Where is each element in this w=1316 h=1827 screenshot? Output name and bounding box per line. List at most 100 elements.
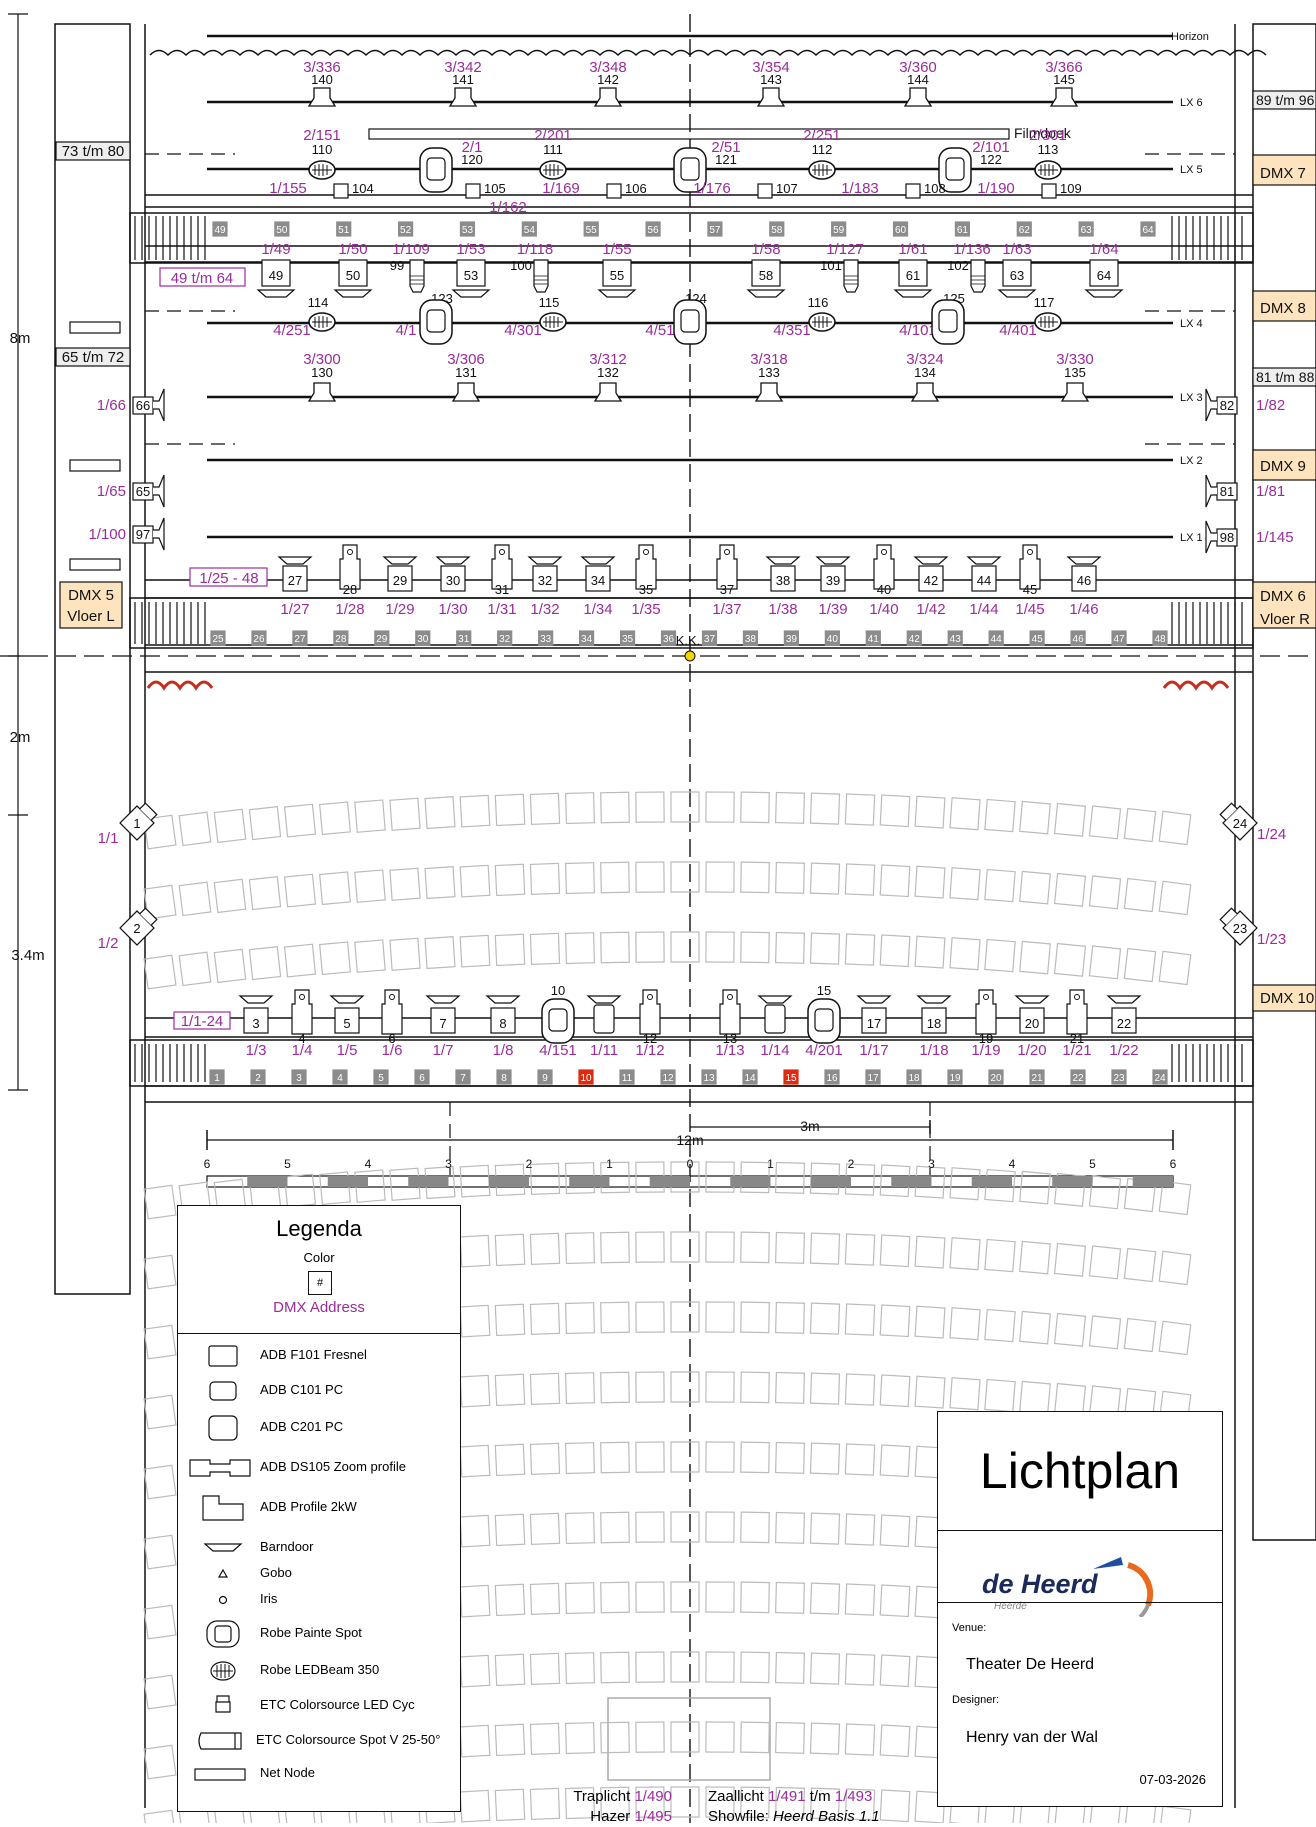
rail-channel-number: 36: [663, 634, 675, 645]
rail-channel-number: 3: [296, 1073, 302, 1084]
seat: [1088, 805, 1122, 840]
seat: [705, 861, 735, 893]
seat: [494, 1583, 526, 1617]
seat: [143, 884, 177, 920]
fresnel: [261, 259, 291, 287]
filmdoek-label: Filmdoek: [1014, 125, 1072, 141]
rail-channel-box: [456, 630, 472, 646]
seat: [143, 1534, 177, 1570]
foh-address: 1/18: [919, 1042, 948, 1059]
profile-fixture-iris: [347, 549, 353, 555]
fresnel-fixture: [282, 565, 308, 592]
lx4-address: 4/251: [273, 322, 311, 339]
profile-fixture-iris: [727, 994, 733, 1000]
ledbeam-grid: [543, 316, 563, 328]
legend-divider: [178, 1333, 460, 1334]
venue-name: Theater De Heerd: [966, 1656, 1095, 1673]
upper-rail-address: 1/64: [1089, 241, 1118, 258]
lx5-number: 112: [812, 142, 833, 157]
seat: [354, 869, 386, 903]
seat: [635, 791, 665, 823]
showfile-label: Showfile:: [708, 1808, 769, 1825]
foh-address: 1/12: [635, 1042, 664, 1059]
legend-item: ADB C201 PC: [260, 1419, 344, 1434]
seat: [844, 933, 876, 966]
seat: [494, 1233, 526, 1267]
lx4-address: 4/101: [899, 322, 937, 339]
rail-channel-number: 15: [785, 1073, 797, 1084]
scale-12m-label: 12m: [676, 1132, 703, 1148]
hall-side-lens: [139, 907, 158, 926]
fresnel-barndoor: [451, 289, 491, 298]
seat: [143, 1744, 177, 1780]
seat: [775, 1651, 805, 1684]
dmx-box-right: [1252, 984, 1316, 1012]
rail-channel-box: [742, 1069, 758, 1085]
foh-address: 1/17: [859, 1042, 888, 1059]
rail-channel-box: [1152, 1069, 1168, 1085]
rail-channel-box: [892, 221, 909, 237]
rail-channel-box: [212, 221, 228, 237]
colorsource-spot-fins: [534, 275, 548, 285]
rail-channel-number: 42: [909, 634, 921, 645]
seat: [1158, 1805, 1192, 1823]
seat: [984, 1238, 1016, 1273]
seat: [564, 1512, 596, 1545]
fresnel-barndoor: [997, 289, 1037, 298]
fresnel: [898, 259, 928, 287]
rail-channel-number: 18: [908, 1073, 920, 1084]
seat: [775, 1721, 805, 1754]
seat: [459, 1374, 491, 1408]
seat: [459, 1514, 491, 1548]
scale-tick: 5: [1089, 1157, 1096, 1171]
rail-channel-number: 17: [867, 1073, 879, 1084]
seat: [635, 1441, 665, 1473]
legend-dmx-label: DMX Address: [273, 1299, 365, 1316]
colorsource-spot-fins: [844, 275, 858, 285]
seat: [740, 931, 770, 964]
seat: [143, 1184, 177, 1220]
seat: [670, 1441, 700, 1473]
barndoor: [277, 556, 313, 565]
net-node-icon: [69, 558, 121, 571]
rail-channel-box: [619, 630, 636, 646]
barndoor: [435, 556, 471, 565]
seat: [740, 1371, 770, 1404]
rail-channel-number: 19: [949, 1073, 961, 1084]
rail-channel-box: [742, 630, 759, 646]
seat: [354, 799, 386, 833]
lx3-address: 3/330: [1056, 351, 1094, 368]
lx6-number: 144: [907, 72, 929, 87]
dmx-label: DMX 9: [1260, 458, 1306, 475]
rail-channel-number: 47: [1113, 634, 1125, 645]
rail-channel-box: [336, 221, 352, 237]
rail-channel-box: [497, 630, 513, 646]
foh-number: 6: [388, 1031, 395, 1046]
seat: [984, 1308, 1016, 1343]
foh-number: 20: [1025, 1016, 1039, 1031]
lower-rail-address: 1/28: [335, 601, 364, 618]
seat: [600, 1721, 630, 1754]
rail-channel-box: [579, 630, 595, 646]
foh-address: 1/7: [433, 1042, 454, 1059]
rail-channel-box: [947, 1069, 963, 1085]
foh-number: 4: [298, 1031, 305, 1046]
seat: [879, 864, 911, 898]
fresnel: [1002, 259, 1032, 287]
seat: [564, 792, 596, 825]
lx5-low-number: 107: [776, 181, 798, 196]
dmx-label: Vloer L: [67, 608, 115, 625]
batten-label: LX 5: [1180, 164, 1203, 176]
seat: [1019, 1310, 1051, 1345]
seat: [564, 1722, 596, 1755]
lx3-number: 135: [1064, 365, 1086, 380]
foh-address: 1/14: [760, 1042, 789, 1059]
seat: [529, 932, 561, 966]
seat: [914, 1305, 946, 1339]
seat: [949, 797, 981, 831]
legend-item: ADB C101 PC: [260, 1382, 344, 1397]
upper-rail-address: 1/136: [953, 241, 991, 258]
seat: [914, 1375, 946, 1409]
fresnel-fixture: [243, 1007, 269, 1034]
seat: [494, 1373, 526, 1407]
